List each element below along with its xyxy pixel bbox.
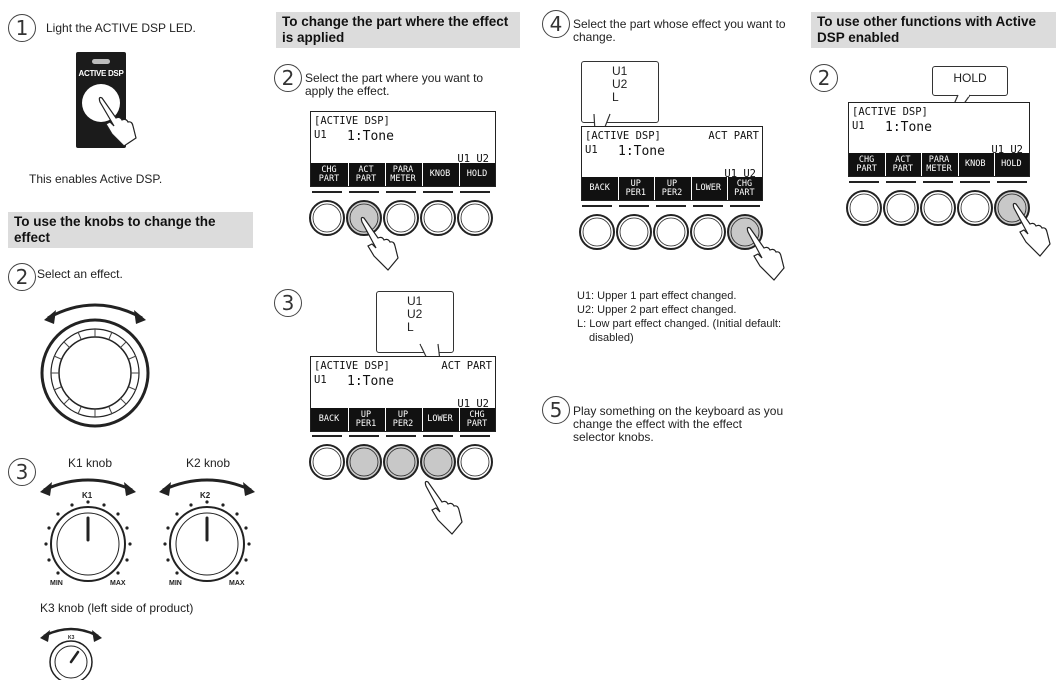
k2-max-label: MAX [229,580,245,587]
lcd-line-title: [ACTIVE DSP] [585,130,661,142]
note-l-cont: disabled) [589,332,634,344]
step-2b-number: 2 [274,64,302,92]
bubble-l: L [407,320,414,334]
bubble-l: L [612,90,619,104]
k3-caption: K3 knob (left side of product) [40,601,194,615]
softkey-upper2: UP PER2 [385,408,420,431]
lcd-tone: 1:Tone [347,129,394,144]
lcd-line-title: [ACTIVE DSP] [314,360,390,372]
step-5-text: Play something on the keyboard as you ch… [573,404,784,444]
lcd-screen-3: [ACTIVE DSP] ACT PART U1 1:Tone U1 U2 BA… [581,126,763,201]
lcd-status: U1 U2 [457,153,489,165]
lcd-part: U1 [314,374,327,386]
softkey-parameter: PARA METER [921,153,955,176]
softkey-chg-part: CHG PART [459,408,494,431]
step-4-number: 4 [542,10,570,38]
softkey-knob: KNOB [422,163,457,186]
hand-pointer-icon [746,226,785,281]
button-row-1[interactable] [306,190,500,242]
note-l: L: Low part effect changed. (Initial def… [577,318,782,330]
lcd-screen-2: [ACTIVE DSP] ACT PART U1 1:Tone U1 U2 BA… [310,356,496,432]
k1-caption: K1 knob [68,456,113,470]
softkey-upper1: UP PER1 [618,177,652,200]
bubble-u2: U2 [612,77,628,91]
note-u1: U1: Upper 1 part effect changed. [577,290,737,302]
lcd-line-title: [ACTIVE DSP] [852,106,928,118]
lcd-tone: 1:Tone [347,374,394,389]
hand-pointer-icon [360,216,399,271]
part-bubble-2: U1 U2 L [581,61,659,123]
step-1-text: Light the ACTIVE DSP LED. [46,21,196,35]
part-bubble-1: U1 U2 L [376,291,454,353]
softkey-hold: HOLD [993,153,1028,176]
active-dsp-label: ACTIVE DSP [78,69,124,78]
softkey-lower: LOWER [690,177,725,200]
softkey-back: BACK [589,183,610,193]
step-3-number: 3 [8,458,36,486]
k2-caption: K2 knob [186,456,231,470]
lcd-tone: 1:Tone [885,120,932,135]
step-2-text: Select an effect. [37,267,123,281]
softkey-lower: LOWER [422,408,457,431]
bubble-u1: U1 [612,64,628,78]
lcd-line-title: [ACTIVE DSP] [314,115,390,127]
softkey-act-part: ACT PART [348,163,383,186]
step-2-number: 2 [8,263,36,291]
softkey-knob: KNOB [957,153,992,176]
hold-bubble: HOLD [932,66,1008,96]
softkey-chg-part: CHG PART [318,164,340,184]
bubble-u2: U2 [407,307,423,321]
effect-dial[interactable] [30,298,160,428]
button-row-2[interactable] [306,434,500,486]
section-knobs-title: To use the knobs to change the effect [8,212,253,248]
step-3b-number: 3 [274,289,302,317]
lcd-screen-1: [ACTIVE DSP] U1 1:Tone U1 U2 CHG PART AC… [310,111,496,187]
lcd-status: U1 U2 [457,398,489,410]
softkey-upper1: UP PER1 [348,408,383,431]
softkey-chg-part: CHG PART [726,177,761,200]
lcd-line-right: ACT PART [708,130,759,142]
softkey-upper2: UP PER2 [654,177,688,200]
lcd-softkey-row: CHG PART ACT PART PARA METER KNOB HOLD [849,153,1029,176]
step-1-number: 1 [8,14,36,42]
enables-text: This enables Active DSP. [29,172,163,186]
softkey-back: BACK [318,414,340,424]
k1-knob[interactable] [38,474,138,590]
k2-min-label: MIN [169,580,182,587]
lcd-part: U1 [585,144,598,156]
note-u2: U2: Upper 2 part effect changed. [577,304,737,316]
section-change-part-title: To change the part where the effect is a… [276,12,520,48]
k3-knob[interactable] [38,622,104,680]
lcd-softkey-row: BACK UP PER1 UP PER2 LOWER CHG PART [582,177,762,200]
button-row-4[interactable] [843,180,1037,232]
step-2b-text: Select the part where you want to apply … [305,71,484,98]
k2-label: K2 [200,491,211,500]
button-row-3[interactable] [576,204,770,256]
step-5-number: 5 [542,396,570,424]
k1-label: K1 [82,491,93,500]
softkey-parameter: PARA METER [385,163,420,186]
lcd-softkey-row: CHG PART ACT PART PARA METER KNOB HOLD [311,163,495,186]
lcd-part: U1 [852,120,865,132]
section-other-functions-title: To use other functions with Active DSP e… [811,12,1056,48]
lcd-screen-4: [ACTIVE DSP] U1 1:Tone U1 U2 CHG PART AC… [848,102,1030,177]
hand-pointer-icon [424,480,463,535]
lcd-softkey-row: BACK UP PER1 UP PER2 LOWER CHG PART [311,408,495,431]
k1-min-label: MIN [50,580,63,587]
lcd-line-right: ACT PART [441,360,492,372]
step-2c-number: 2 [810,64,838,92]
step-4-text: Select the part whose effect you want to… [573,17,786,44]
softkey-act-part: ACT PART [885,153,919,176]
lcd-part: U1 [314,129,327,141]
lcd-tone: 1:Tone [618,144,665,159]
active-dsp-led [92,59,110,64]
softkey-hold: HOLD [459,163,494,186]
bubble-u1: U1 [407,294,423,308]
hand-pointer-icon [98,96,137,147]
softkey-chg-part: CHG PART [856,154,877,174]
k3-label: K3 [68,635,75,641]
hand-pointer-icon [1012,202,1051,257]
k2-knob[interactable] [157,474,257,590]
k1-max-label: MAX [110,580,126,587]
